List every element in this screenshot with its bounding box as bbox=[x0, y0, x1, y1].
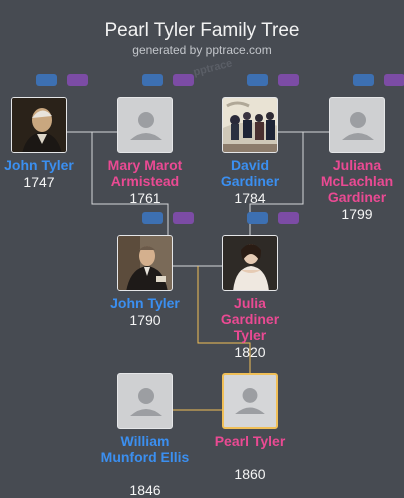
person-actions bbox=[247, 74, 299, 86]
view-children-button[interactable] bbox=[67, 74, 88, 86]
person-year: 1860 bbox=[234, 466, 266, 482]
portrait-julia-gardiner-tyler[interactable] bbox=[222, 235, 278, 291]
person-name[interactable]: William Munford Ellis bbox=[100, 433, 190, 465]
view-parents-button[interactable] bbox=[247, 212, 268, 224]
person-name[interactable]: Pearl Tyler bbox=[214, 433, 286, 449]
person-actions bbox=[247, 212, 299, 224]
view-children-button[interactable] bbox=[278, 74, 299, 86]
person-year: 1747 bbox=[23, 174, 55, 190]
view-parents-button[interactable] bbox=[36, 74, 57, 86]
portrait-john-tyler-1790[interactable] bbox=[117, 235, 173, 291]
view-parents-button[interactable] bbox=[142, 74, 163, 86]
selected-person-avatar[interactable] bbox=[222, 373, 278, 429]
placeholder-avatar[interactable] bbox=[117, 373, 173, 429]
person-actions bbox=[353, 74, 404, 86]
view-children-button[interactable] bbox=[384, 74, 404, 86]
view-children-button[interactable] bbox=[173, 212, 194, 224]
view-parents-button[interactable] bbox=[142, 212, 163, 224]
person-year: 1820 bbox=[234, 344, 266, 360]
person-year: 1761 bbox=[129, 190, 161, 206]
page-title: Pearl Tyler Family Tree bbox=[104, 20, 300, 41]
view-parents-button[interactable] bbox=[247, 74, 268, 86]
person-name[interactable]: John Tyler bbox=[110, 295, 180, 311]
person-silhouette-icon bbox=[130, 388, 162, 416]
person-year: 1790 bbox=[129, 312, 161, 328]
person-actions bbox=[142, 212, 194, 224]
portrait-david-gardiner[interactable] bbox=[222, 97, 278, 153]
person-year: 1846 bbox=[129, 482, 161, 498]
person-name[interactable]: John Tyler bbox=[4, 157, 74, 173]
person-year: 1799 bbox=[341, 206, 373, 222]
portrait-john-tyler-1747[interactable] bbox=[11, 97, 67, 153]
person-name[interactable]: Juliana McLachlan Gardiner bbox=[320, 157, 394, 205]
person-name[interactable]: Mary Marot Armistead bbox=[107, 157, 183, 189]
placeholder-avatar[interactable] bbox=[329, 97, 385, 153]
person-actions bbox=[36, 74, 88, 86]
view-children-button[interactable] bbox=[278, 212, 299, 224]
view-children-button[interactable] bbox=[173, 74, 194, 86]
person-name[interactable]: Julia Gardiner Tyler bbox=[220, 295, 280, 343]
placeholder-avatar[interactable] bbox=[117, 97, 173, 153]
person-year: 1784 bbox=[234, 190, 266, 206]
person-silhouette-icon bbox=[130, 112, 162, 140]
person-silhouette-icon bbox=[342, 112, 374, 140]
page-subtitle: generated by pptrace.com bbox=[132, 43, 272, 57]
view-parents-button[interactable] bbox=[353, 74, 374, 86]
person-name[interactable]: David Gardiner bbox=[220, 157, 280, 189]
person-actions bbox=[142, 74, 194, 86]
person-silhouette-icon bbox=[235, 388, 265, 414]
